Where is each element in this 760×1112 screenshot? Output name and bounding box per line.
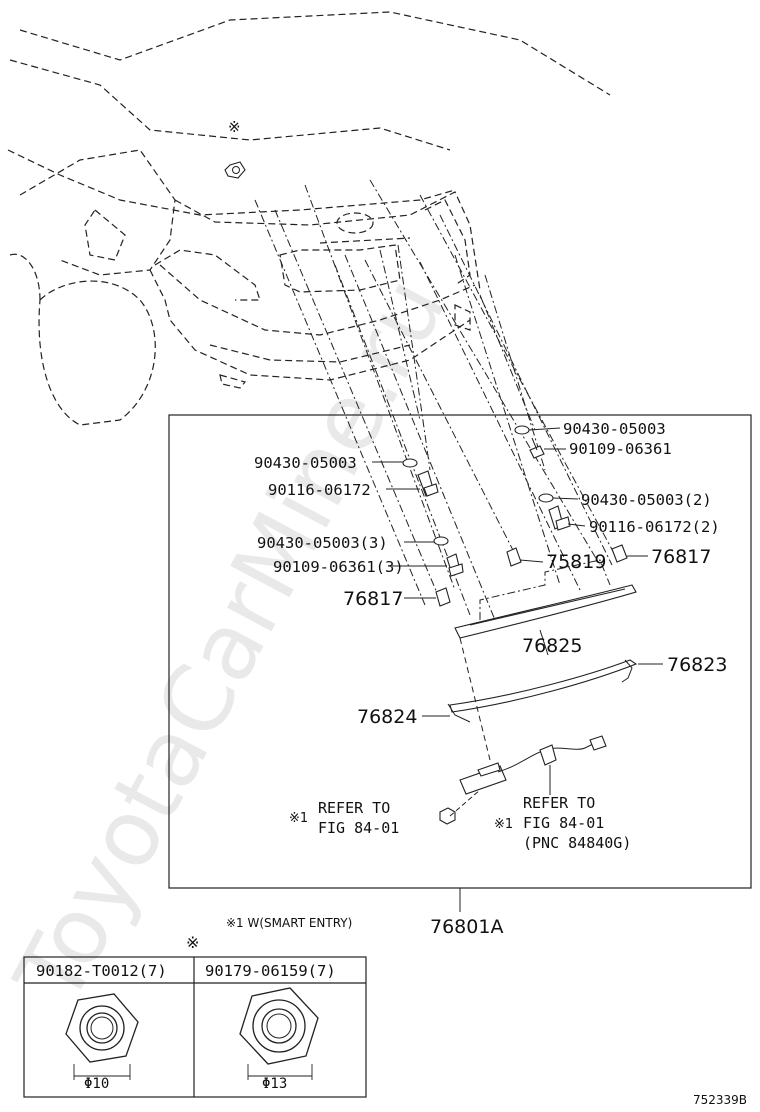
bolt-diameter-2: Φ13	[262, 1076, 287, 1092]
hex-nut-13-icon	[239, 987, 319, 1080]
bolt-90109-06361-lower	[446, 553, 464, 577]
callout-90430-05003-3: 90430-05003(3)	[257, 534, 388, 552]
refer-left-line1: REFER TO	[318, 799, 390, 817]
nut-ref-mark: ※	[228, 118, 241, 136]
callout-75819: 75819	[546, 551, 606, 573]
bolt-diameter-1: Φ10	[84, 1076, 109, 1092]
callout-76824: 76824	[357, 706, 417, 728]
bolt-header-1: 90182-T0012(7)	[36, 962, 167, 980]
car-body-illustration	[7, 11, 611, 426]
leader-lines	[372, 427, 663, 912]
opener-nut	[439, 807, 456, 825]
diagram-code: 752339B	[693, 1093, 747, 1107]
washer-90430-05003-lower	[433, 536, 449, 546]
callout-76823: 76823	[667, 654, 727, 676]
refer-right-mark: ※1	[494, 817, 513, 832]
callout-76817-left: 76817	[343, 588, 403, 610]
garnish-dash-outline	[479, 559, 611, 620]
hex-nut-10-icon	[65, 993, 139, 1080]
callout-90116-06172-left: 90116-06172	[268, 481, 371, 499]
washer-90430-05003-right	[538, 493, 554, 503]
callout-90430-05003-2: 90430-05003(2)	[581, 491, 712, 509]
callout-90109-06361-3: 90109-06361(3)	[273, 558, 404, 576]
callout-90430-05003-top: 90430-05003	[563, 420, 666, 438]
bolt-header-2: 90179-06159(7)	[205, 962, 336, 980]
refer-right-line2: FIG 84-01	[523, 814, 604, 832]
molding-76823	[449, 659, 638, 713]
projection-lines	[254, 179, 616, 621]
callout-90109-06361-top: 90109-06361	[569, 440, 672, 458]
washer-90430-05003-top	[514, 425, 530, 435]
opener-switch	[459, 735, 607, 795]
callout-90430-05003-left: 90430-05003	[254, 454, 357, 472]
watermark: ToyotaCarMine.ru	[0, 260, 467, 1021]
garnish-76825	[454, 584, 637, 639]
callout-90116-06172-2: 90116-06172(2)	[589, 518, 720, 536]
molding-76824	[447, 703, 471, 723]
clip-76817-left	[435, 587, 451, 607]
refer-right-line1: REFER TO	[523, 794, 595, 812]
bolt-90116-06172-right	[548, 505, 571, 531]
clip-76817-right	[611, 544, 628, 563]
bolt-table-mark: ※	[186, 933, 199, 952]
clip-75819	[506, 547, 522, 567]
callout-76817-right: 76817	[651, 546, 711, 568]
refer-left-mark: ※1	[289, 811, 308, 826]
footnote-smart-entry: ※1 W(SMART ENTRY)	[226, 916, 352, 930]
washer-90430-05003-left	[402, 458, 418, 468]
refer-left-line2: FIG 84-01	[318, 819, 399, 837]
bolt-table	[23, 956, 367, 1098]
bolt-90109-06361-top	[529, 437, 545, 459]
bolt-90116-06172-left	[417, 470, 439, 497]
refer-right-line3: (PNC 84840G)	[523, 834, 631, 852]
trunk-nut	[224, 161, 246, 179]
assembly-number: 76801A	[430, 916, 503, 938]
callout-76825: 76825	[522, 635, 582, 657]
